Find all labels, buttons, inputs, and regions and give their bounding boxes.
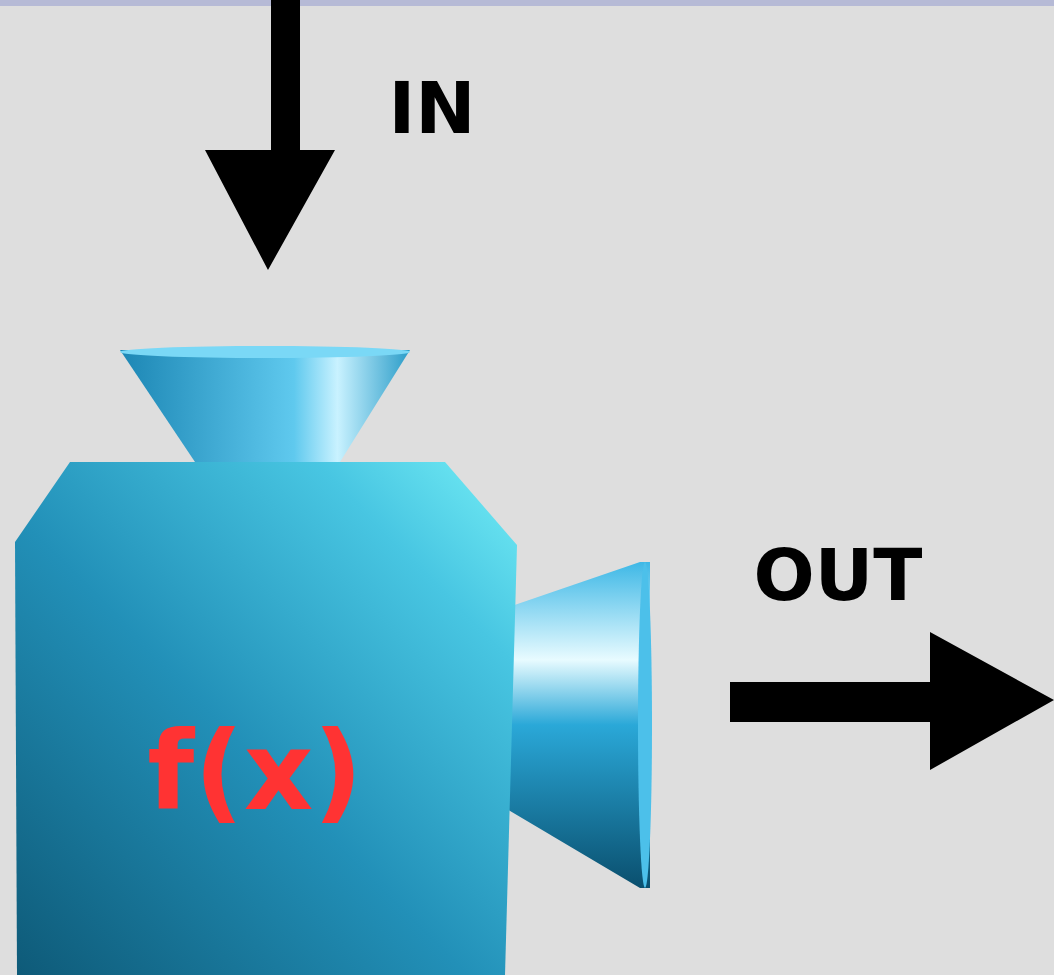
top-band: [0, 0, 1054, 6]
in-arrow: [205, 0, 335, 270]
function-label: f(x): [147, 718, 362, 826]
arrow-label: OUT: [754, 539, 923, 611]
out-arrow: [730, 632, 1054, 770]
input-funnel: [120, 350, 410, 462]
input-funnel-rim: [120, 346, 410, 358]
function-machine-body: f(x): [15, 460, 517, 975]
arrow-label: IN: [388, 72, 475, 144]
output-funnel-rim: [638, 562, 652, 888]
output-funnel: [500, 562, 650, 888]
